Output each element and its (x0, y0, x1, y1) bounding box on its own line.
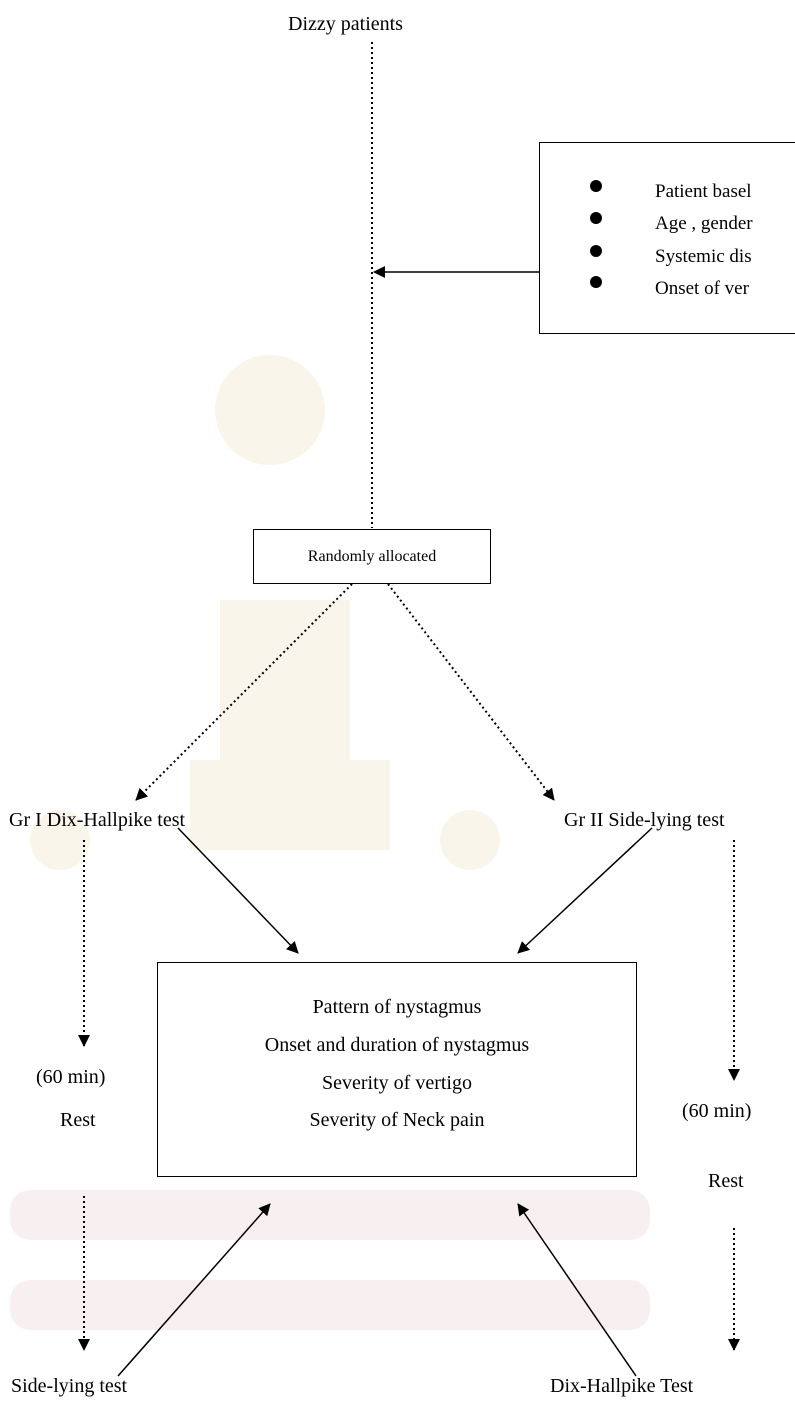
randomize-label: Randomly allocated (307, 548, 437, 565)
left-wait: (60 min) (36, 1066, 106, 1088)
baseline-box (539, 142, 795, 334)
left-final-test: Side-lying test (11, 1375, 128, 1397)
bullet-icon (590, 276, 602, 288)
left-rest: Rest (60, 1109, 96, 1131)
arrow-gr1-to-outcomes (177, 827, 299, 954)
right-rest: Rest (708, 1170, 744, 1192)
bullet-icon (590, 180, 602, 192)
top-label: Dizzy patients (288, 13, 403, 35)
arrow-random-to-gr1 (135, 583, 353, 801)
arrow-leftfinal-to-outcomes (117, 1203, 271, 1377)
right-final-test: Dix-Hallpike Test (550, 1375, 694, 1397)
arrow-random-to-gr2 (387, 583, 555, 801)
bullet-icon (590, 245, 602, 257)
outcomes-box: Pattern of nystagmus Onset and duration … (157, 962, 637, 1177)
baseline-item: Age , gender (655, 213, 753, 234)
arrow-rightfinal-to-outcomes (517, 1203, 637, 1377)
baseline-item: Patient basel (655, 181, 752, 202)
bullet-icon (590, 212, 602, 224)
group2-label: Gr II Side-lying test (564, 809, 725, 831)
baseline-item: Systemic dis (655, 246, 752, 267)
outcome-item: Severity of Neck pain (309, 1109, 485, 1131)
outcome-item: Severity of vertigo (322, 1072, 472, 1094)
baseline-item: Onset of ver (655, 278, 749, 299)
outcome-item: Onset and duration of nystagmus (264, 1034, 530, 1056)
outcome-item: Pattern of nystagmus (312, 996, 482, 1018)
group1-label: Gr I Dix-Hallpike test (9, 809, 186, 831)
randomize-box (253, 529, 491, 584)
arrow-gr2-to-outcomes (517, 827, 653, 954)
right-wait: (60 min) (682, 1100, 752, 1122)
